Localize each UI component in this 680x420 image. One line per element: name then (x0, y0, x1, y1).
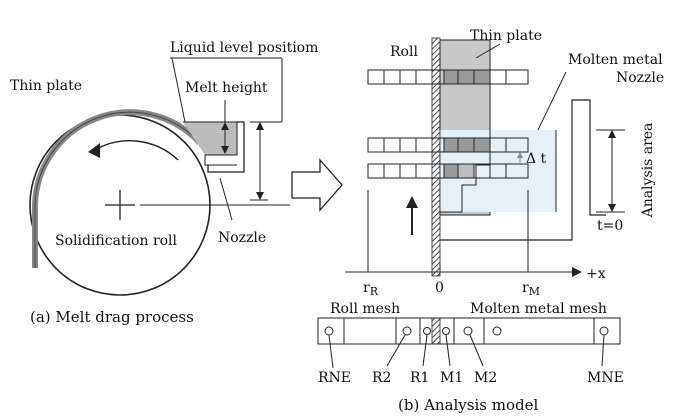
melt-height-arrowhead-bottom (221, 146, 229, 154)
m2-leader (469, 334, 484, 367)
mesh-cell (457, 69, 475, 85)
r2-label: R2 (372, 370, 391, 386)
liquid-level-arrowhead-bottom (256, 192, 264, 200)
left-caption: (a) Melt drag process (30, 308, 194, 326)
r-m-sub: M (529, 285, 540, 298)
node-unlabeled (492, 326, 502, 336)
m1-leader (445, 334, 451, 367)
mesh-row-lower (367, 163, 529, 179)
nozzle-label: Nozzle (218, 230, 266, 246)
liquid-level-pointer (171, 57, 186, 123)
molten-metal-leader (537, 71, 567, 131)
analysis-area-label: Analysis area (640, 123, 656, 219)
nozzle-outline (440, 99, 606, 241)
node-m2 (463, 326, 473, 336)
molten-mesh-label: Molten metal mesh (470, 301, 607, 317)
molten-metal-label: Molten metal (568, 52, 663, 68)
r1-label: R1 (410, 370, 429, 386)
thin-plate-label: Thin plate (10, 78, 82, 94)
melt-height-arrowhead-top (221, 122, 229, 130)
r2-leader (386, 334, 406, 367)
transition-arrow (291, 158, 343, 212)
thin-plate-label-right: Thin plate (470, 28, 542, 44)
x-axis-arrowhead (572, 267, 582, 277)
melt-pool-outline (183, 121, 238, 166)
mesh-row-middle (367, 137, 529, 153)
rne-label: RNE (318, 370, 351, 386)
r-r-sub: R (370, 285, 379, 298)
m2-label: M2 (474, 370, 497, 386)
solidification-roll-label: Solidification roll (55, 233, 178, 249)
right-caption: (b) Analysis model (398, 396, 538, 414)
liquid-level-arrowhead-top (256, 122, 264, 130)
r-r-label: rR (363, 280, 379, 298)
thin-plate-leader (475, 43, 501, 59)
mesh-cell (457, 163, 475, 179)
melt-height-label: Melt height (185, 80, 268, 96)
analysis-area-arrowhead-bottom (608, 204, 616, 212)
node-r1 (423, 327, 431, 335)
delta-t-arrowhead (517, 152, 523, 158)
node-mne (599, 326, 609, 336)
mesh-cell (473, 137, 491, 153)
rotation-arrowhead (88, 143, 100, 158)
t0-label: t=0 (597, 218, 623, 234)
mesh-bar-hatch (431, 317, 441, 345)
rne-leader (328, 334, 334, 369)
mesh-cell (443, 163, 459, 179)
r1-leader (422, 334, 428, 367)
thin-plate-outline (34, 111, 201, 268)
mesh-cell (473, 69, 491, 85)
r-r-main: r (363, 280, 370, 296)
node-rne (324, 326, 334, 336)
roll-label: Roll (390, 44, 418, 60)
zero-label: 0 (435, 280, 444, 296)
mesh-bar (317, 317, 621, 345)
delta-t-label: Δ t (526, 151, 547, 167)
melt-drag-process: Thin plate Liquid level positiom Melt he… (10, 40, 318, 326)
mne-leader (601, 334, 605, 367)
r-m-label: rM (522, 280, 540, 298)
analysis-model: Δ t Analysis area t=0 rR 0 rM +x Roll Th… (317, 28, 664, 414)
nozzle-leader (219, 177, 233, 221)
mesh-cell (443, 137, 459, 153)
r-m-main: r (522, 280, 529, 296)
motion-arrowhead (406, 196, 418, 208)
roll-surface-hatch (431, 37, 441, 277)
mesh-cell (457, 137, 475, 153)
node-m1 (442, 327, 450, 335)
x-axis-label: +x (586, 266, 606, 282)
roll-mesh-label: Roll mesh (330, 301, 400, 317)
analysis-area-arrowhead-top (608, 130, 616, 138)
node-r2 (402, 326, 412, 336)
nozzle-label-right: Nozzle (616, 70, 664, 86)
rotation-arc (94, 140, 179, 161)
mesh-row-top (367, 69, 529, 85)
m1-label: M1 (440, 370, 463, 386)
nozzle-shape (207, 121, 245, 173)
mne-label: MNE (587, 370, 624, 386)
liquid-level-label: Liquid level positiom (170, 40, 318, 56)
mesh-cell (443, 69, 459, 85)
